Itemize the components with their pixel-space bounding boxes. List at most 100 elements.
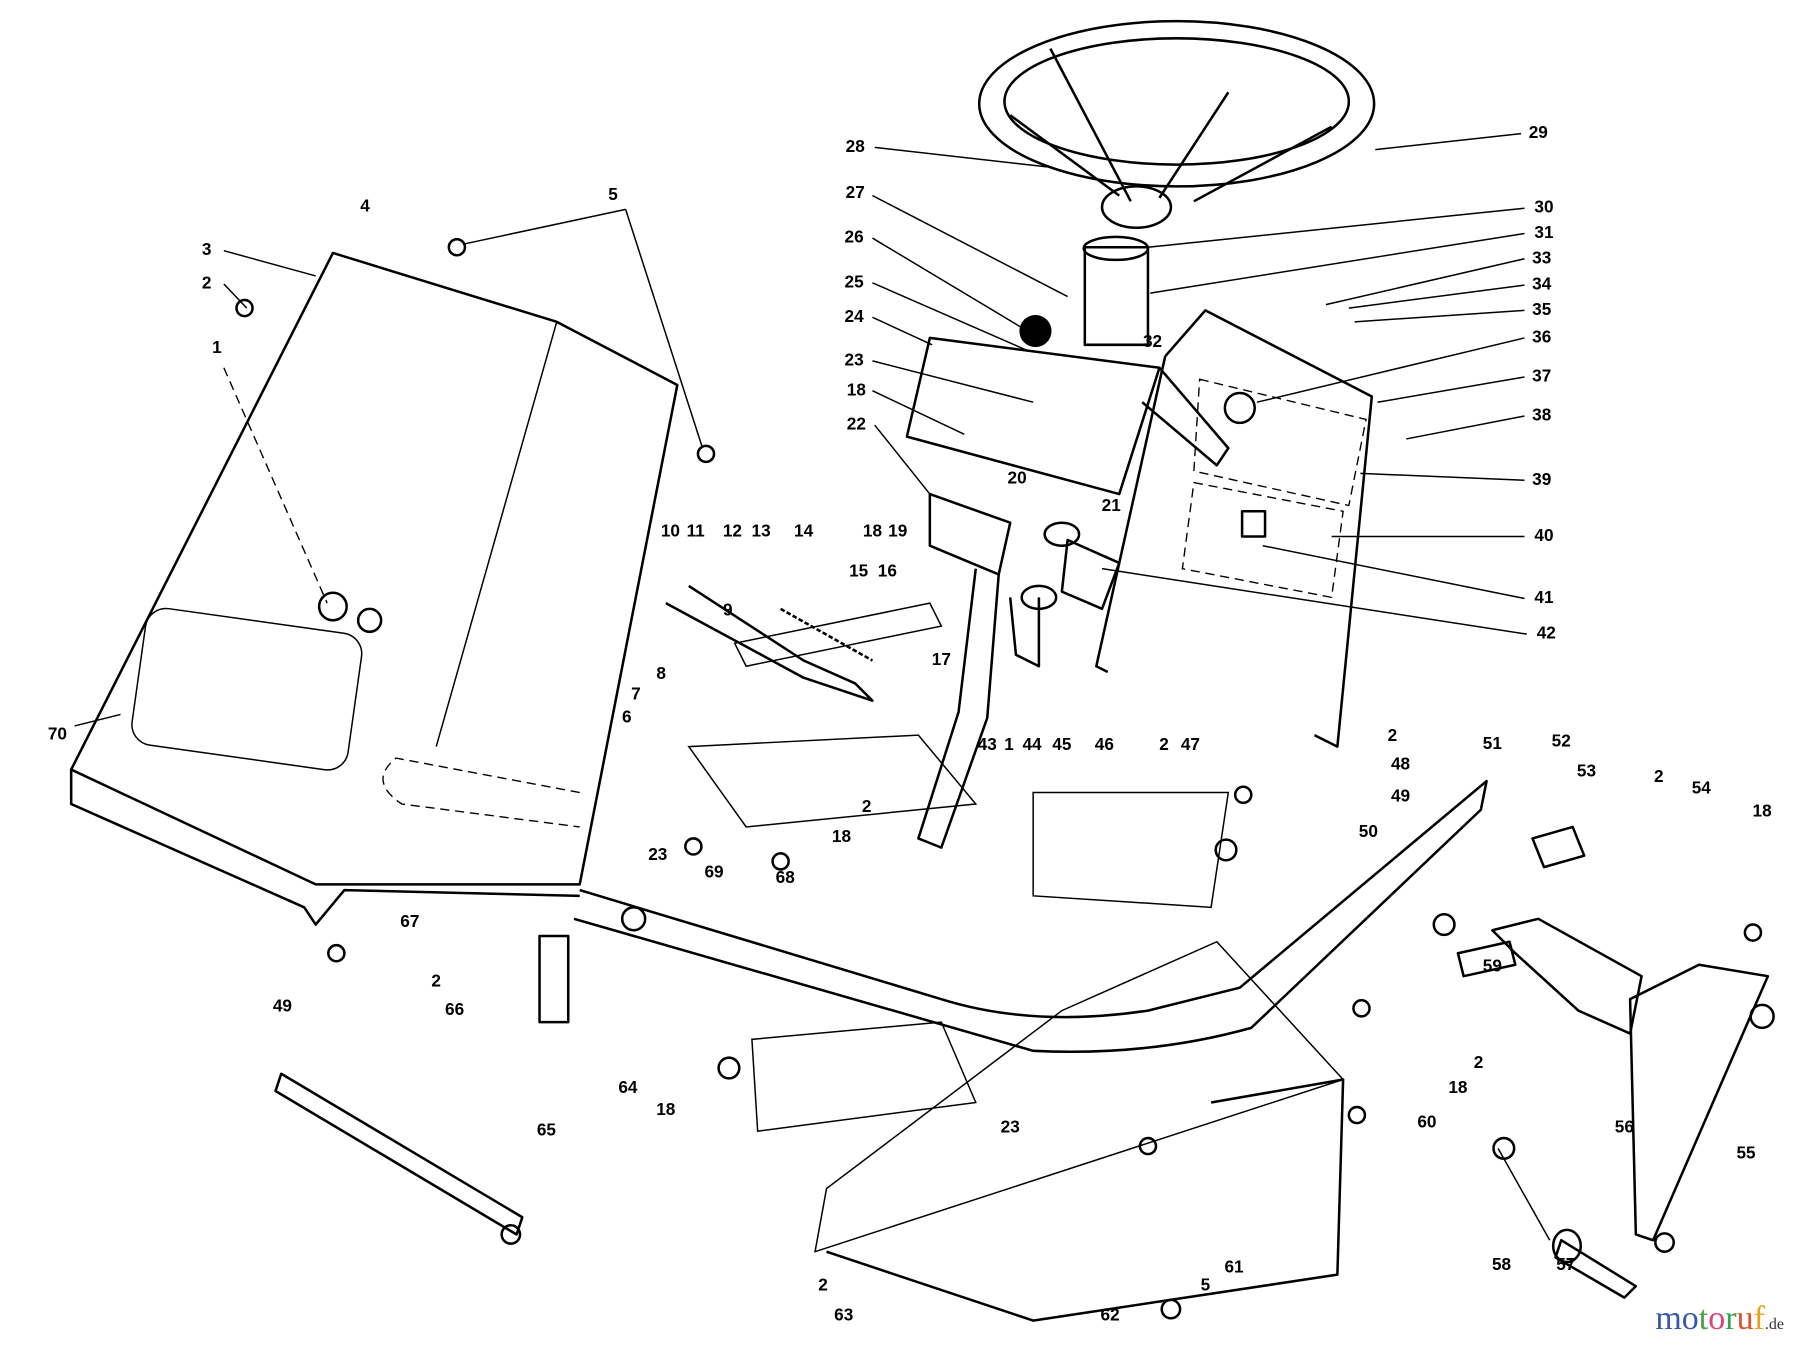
- callout-2: 2: [202, 273, 212, 293]
- callout-33: 33: [1532, 247, 1551, 267]
- pedal-assembly: [274, 492, 1775, 1299]
- steering-wheel: [977, 19, 1376, 348]
- callout-51: 51: [1483, 733, 1503, 753]
- callout-2: 2: [431, 970, 441, 990]
- callout-2: 2: [1159, 734, 1169, 754]
- callout-24: 24: [845, 306, 865, 326]
- callout-40: 40: [1534, 525, 1553, 545]
- callout-18: 18: [1448, 1077, 1468, 1097]
- callout-2: 2: [818, 1275, 828, 1295]
- callout-15: 15: [849, 561, 869, 581]
- callout-29: 29: [1529, 122, 1548, 142]
- callout-28: 28: [846, 136, 866, 156]
- callout-58: 58: [1492, 1254, 1512, 1274]
- callout-34: 34: [1532, 274, 1552, 294]
- callout-38: 38: [1532, 405, 1552, 425]
- callout-65: 65: [537, 1120, 557, 1140]
- callout-6: 6: [622, 706, 632, 726]
- callout-17: 17: [932, 649, 951, 669]
- callout-41: 41: [1534, 587, 1554, 607]
- callout-9: 9: [723, 600, 733, 620]
- callout-27: 27: [846, 182, 865, 202]
- callout-45: 45: [1052, 734, 1072, 754]
- callout-56: 56: [1615, 1116, 1634, 1136]
- callout-55: 55: [1736, 1143, 1756, 1163]
- callout-35: 35: [1532, 299, 1552, 319]
- callout-53: 53: [1577, 760, 1596, 780]
- callout-1: 1: [212, 337, 222, 357]
- callout-18: 18: [832, 826, 852, 846]
- callout-44: 44: [1022, 734, 1042, 754]
- callout-30: 30: [1534, 197, 1553, 217]
- callout-39: 39: [1532, 469, 1551, 489]
- callout-36: 36: [1532, 326, 1551, 346]
- callout-1: 1: [1004, 734, 1014, 754]
- callout-67: 67: [400, 911, 419, 931]
- callout-18: 18: [656, 1099, 676, 1119]
- callout-21: 21: [1102, 495, 1122, 515]
- callout-18: 18: [847, 379, 867, 399]
- callout-8: 8: [656, 663, 666, 683]
- watermark-letter: f: [1753, 1300, 1765, 1337]
- callout-64: 64: [618, 1077, 638, 1097]
- callout-49: 49: [273, 996, 292, 1016]
- callout-4: 4: [360, 196, 370, 216]
- callout-5: 5: [608, 184, 618, 204]
- callout-18: 18: [863, 520, 883, 540]
- callout-2: 2: [1388, 725, 1398, 745]
- watermark-suffix: .de: [1764, 1316, 1784, 1333]
- callout-22: 22: [847, 414, 866, 434]
- watermark-letter: u: [1736, 1300, 1754, 1337]
- watermark-letter: o: [1681, 1300, 1699, 1337]
- callout-23: 23: [1001, 1116, 1020, 1136]
- callout-47: 47: [1181, 734, 1200, 754]
- callout-2: 2: [1474, 1052, 1484, 1072]
- callout-62: 62: [1101, 1305, 1120, 1325]
- callout-2: 2: [862, 796, 872, 816]
- callout-25: 25: [845, 271, 865, 291]
- callout-37: 37: [1532, 366, 1551, 386]
- callout-7: 7: [631, 683, 641, 703]
- watermark-letter: o: [1708, 1300, 1726, 1337]
- watermark-letter: r: [1725, 1300, 1737, 1337]
- callout-32: 32: [1143, 331, 1162, 351]
- dash-panel: [905, 309, 1374, 748]
- callout-3: 3: [202, 239, 212, 259]
- callout-23: 23: [648, 844, 667, 864]
- callout-57: 57: [1556, 1254, 1575, 1274]
- callout-50: 50: [1359, 821, 1378, 841]
- callout-49: 49: [1391, 786, 1410, 806]
- callout-16: 16: [878, 561, 897, 581]
- callout-42: 42: [1537, 623, 1556, 643]
- callout-48: 48: [1391, 754, 1411, 774]
- callout-70: 70: [48, 724, 67, 744]
- callout-59: 59: [1483, 956, 1502, 976]
- watermark-letter: t: [1698, 1300, 1709, 1337]
- callout-54: 54: [1692, 778, 1712, 798]
- hood-panel: [69, 251, 679, 926]
- callout-13: 13: [752, 520, 771, 540]
- callout-labels: 2829273031332634352536242337321838223920…: [48, 122, 1772, 1324]
- callout-69: 69: [704, 861, 723, 881]
- fasteners: [235, 237, 1763, 1320]
- watermark-letter: m: [1655, 1300, 1682, 1337]
- callout-63: 63: [834, 1305, 853, 1325]
- callout-66: 66: [445, 999, 464, 1019]
- callout-60: 60: [1417, 1112, 1436, 1132]
- callout-14: 14: [794, 520, 814, 540]
- callout-19: 19: [888, 520, 907, 540]
- callout-12: 12: [723, 520, 742, 540]
- callout-5: 5: [1201, 1275, 1211, 1295]
- callout-10: 10: [661, 520, 680, 540]
- callout-46: 46: [1095, 734, 1114, 754]
- callout-18: 18: [1753, 801, 1773, 821]
- motoruf-watermark-logo: motoruf.de: [1655, 1300, 1784, 1338]
- callout-68: 68: [776, 867, 796, 887]
- callout-31: 31: [1534, 222, 1554, 242]
- frame: [382, 602, 1488, 1322]
- leader-lines: [74, 132, 1527, 727]
- callout-2: 2: [1654, 766, 1664, 786]
- callout-23: 23: [845, 349, 864, 369]
- callout-26: 26: [845, 227, 864, 247]
